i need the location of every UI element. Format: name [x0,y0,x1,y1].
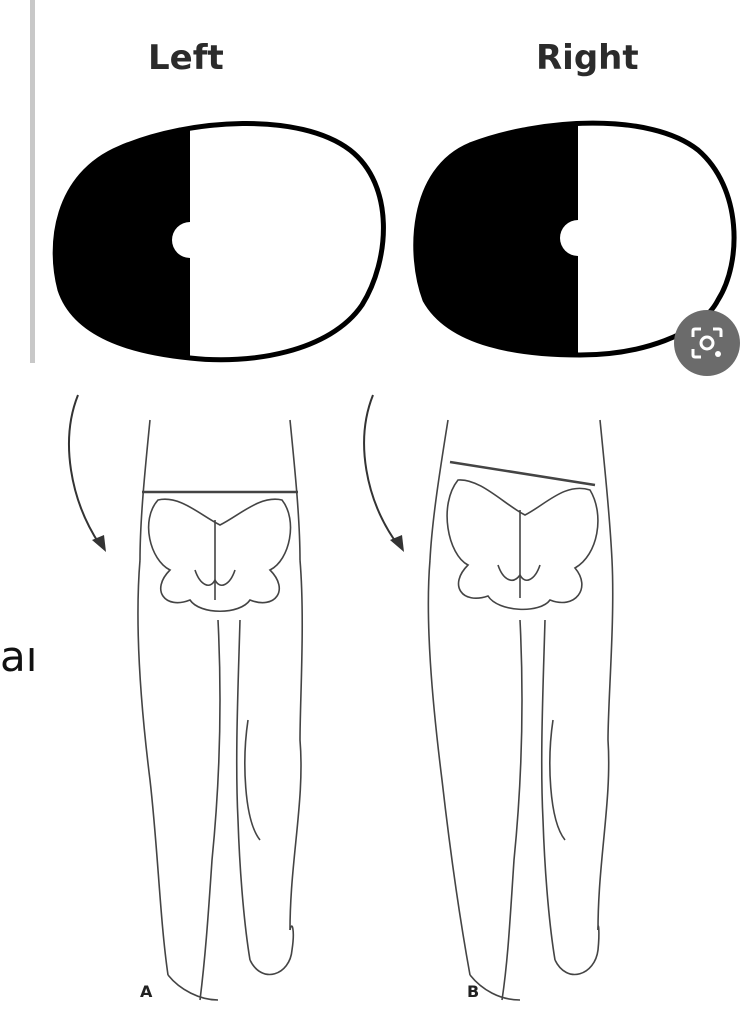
left-cross-section [40,100,383,380]
figure-label-b: B [467,982,479,1001]
right-rotation-arrow [364,395,404,552]
visual-search-icon [689,325,725,361]
left-rotation-arrow [69,395,106,552]
right-pelvis-legs-illustration [428,420,612,1000]
visual-search-button[interactable] [674,310,740,376]
figure-label-a: A [140,982,152,1001]
left-pelvis-legs-illustration [138,420,302,1000]
